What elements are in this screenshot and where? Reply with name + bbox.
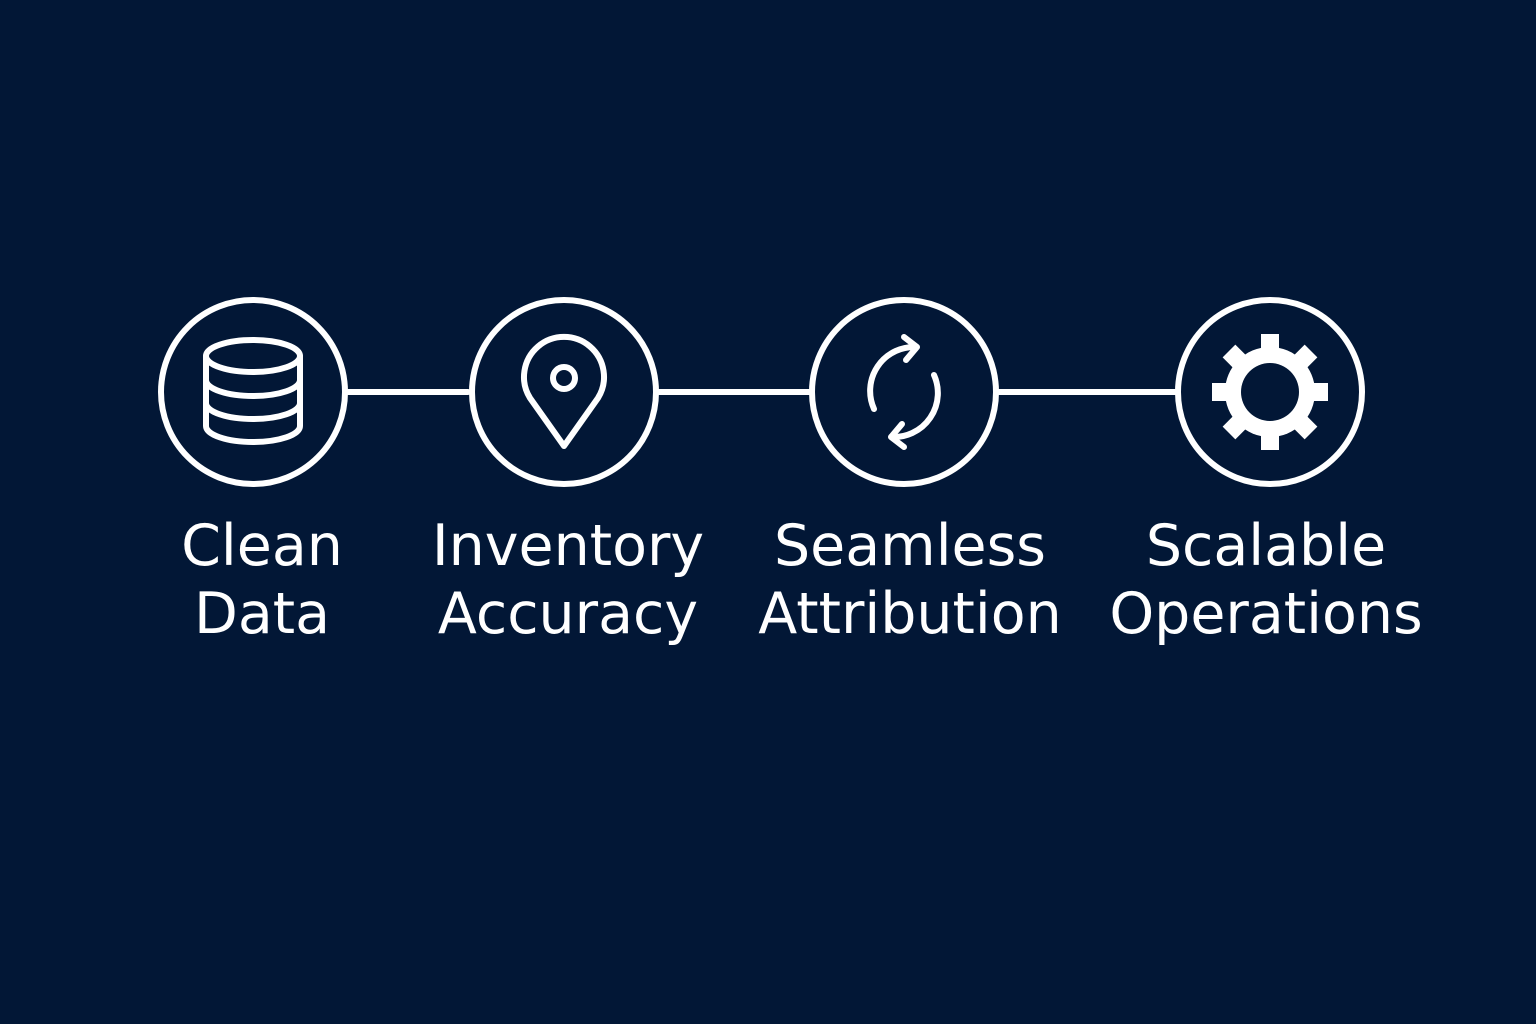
step-circle-seamless-attribution (809, 297, 999, 487)
step-label-line-2: Accuracy (437, 581, 699, 647)
step-circle-clean-data (158, 297, 348, 487)
database-icon (203, 337, 303, 445)
step-label-inventory-accuracy: Inventory Accuracy (388, 512, 748, 648)
step-label-scalable-operations: Scalable Operations (1086, 512, 1446, 648)
refresh-cycle-icon (867, 334, 941, 450)
location-pin-icon (521, 334, 607, 449)
step-label-line-1: Seamless (773, 513, 1046, 579)
step-label-line-1: Scalable (1145, 513, 1387, 579)
step-circle-scalable-operations (1175, 297, 1365, 487)
step-label-line-2: Attribution (758, 581, 1062, 647)
gear-icon (1212, 334, 1328, 450)
step-label-line-2: Operations (1109, 581, 1423, 647)
step-label-line-1: Inventory (431, 513, 705, 579)
step-label-seamless-attribution: Seamless Attribution (730, 512, 1090, 648)
step-label-clean-data: Clean Data (82, 512, 442, 648)
step-label-line-1: Clean (181, 513, 343, 579)
step-circle-inventory-accuracy (469, 297, 659, 487)
step-label-line-2: Data (193, 581, 331, 647)
